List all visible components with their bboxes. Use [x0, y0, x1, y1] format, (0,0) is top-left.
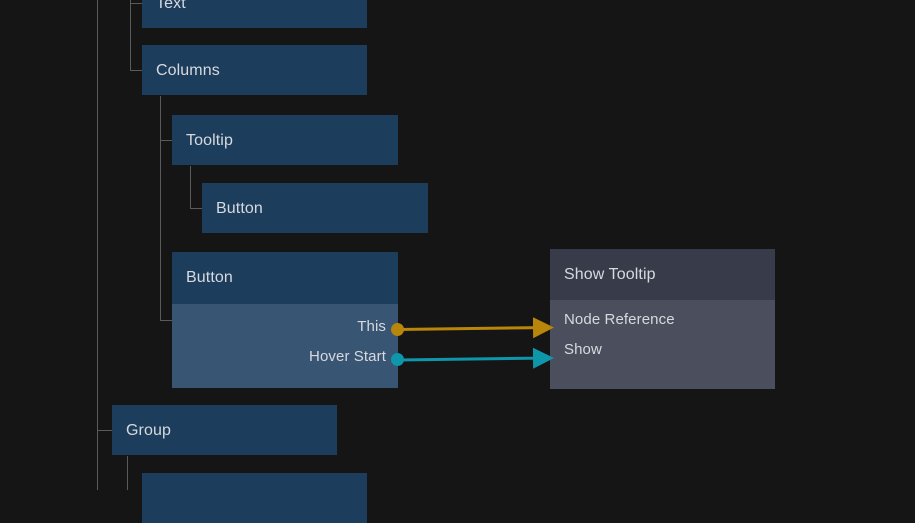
node-tooltip-title: Tooltip — [172, 115, 398, 165]
node-group-title: Group — [112, 405, 337, 455]
node-text-title: Text — [142, 0, 367, 28]
tree-elbow-button — [160, 320, 172, 321]
node-text[interactable]: Text — [142, 0, 367, 28]
tree-elbow-tt-button — [190, 208, 202, 209]
pin-label-show: Show — [564, 340, 602, 358]
pin-row-hover-start[interactable]: Hover Start — [309, 346, 386, 366]
node-show-tooltip[interactable]: Show Tooltip Node Reference Show — [550, 249, 775, 389]
wire-hover-start-to-show — [397, 347, 554, 369]
node-columns[interactable]: Columns — [142, 45, 367, 95]
node-group-child[interactable] — [142, 473, 367, 523]
tree-tick-group — [97, 430, 112, 431]
node-show-tooltip-body: Node Reference Show — [550, 300, 775, 389]
pin-label-hover-start: Hover Start — [309, 347, 386, 365]
tree-branch-level2 — [160, 96, 161, 321]
node-button[interactable]: Button This Hover Start — [172, 252, 398, 388]
node-tooltip-button[interactable]: Button — [202, 183, 428, 233]
node-tooltip-button-title: Button — [202, 183, 428, 233]
node-columns-title: Columns — [142, 45, 367, 95]
pin-row-show[interactable]: Show — [564, 339, 602, 359]
tree-tick-text — [130, 3, 142, 4]
pin-label-node-reference: Node Reference — [564, 310, 675, 328]
tree-trunk-root — [97, 0, 98, 490]
node-group-child-title — [142, 473, 367, 523]
tree-branch-group — [127, 456, 128, 490]
node-button-body: This Hover Start — [172, 304, 398, 388]
node-show-tooltip-title: Show Tooltip — [550, 249, 775, 300]
tree-branch-level1 — [130, 0, 131, 71]
tree-elbow-columns — [130, 70, 142, 71]
pin-dot-hover-start[interactable] — [391, 353, 404, 366]
tree-tick-tooltip — [160, 140, 172, 141]
node-group[interactable]: Group — [112, 405, 337, 455]
wire-this-to-node-reference — [397, 317, 554, 339]
pin-row-node-reference[interactable]: Node Reference — [564, 309, 675, 329]
pin-dot-this[interactable] — [391, 323, 404, 336]
node-button-title: Button — [172, 252, 398, 304]
pin-row-this[interactable]: This — [357, 316, 386, 336]
pin-label-this: This — [357, 317, 386, 335]
node-tooltip[interactable]: Tooltip — [172, 115, 398, 165]
tree-branch-level3 — [190, 166, 191, 209]
